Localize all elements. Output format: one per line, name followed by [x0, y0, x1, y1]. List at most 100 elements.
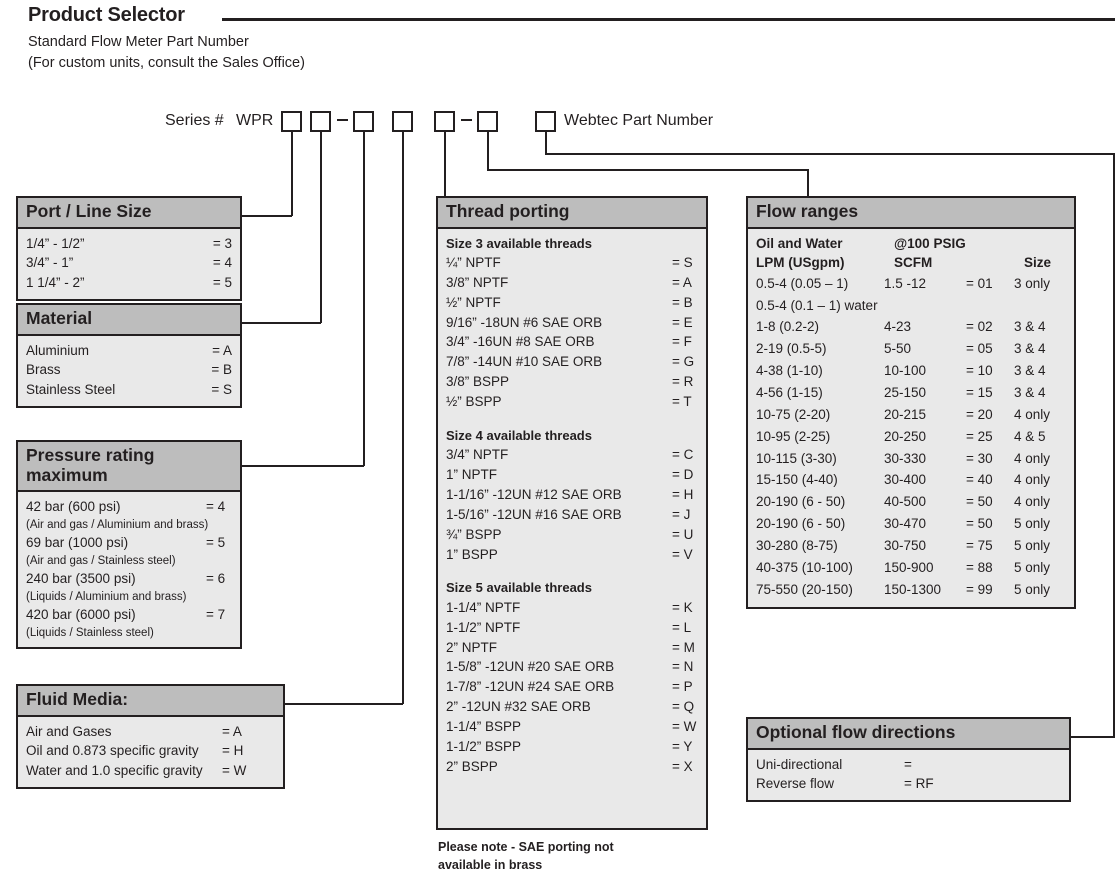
optional-flow-rows: Uni-directional = Reverse flow = RF: [748, 750, 1069, 801]
connector-box2-h: [241, 322, 321, 324]
pn-box-7[interactable]: [535, 111, 556, 132]
col-psig: @100 PSIG: [894, 235, 966, 251]
table-row: 1-1/4” NPTF= K: [446, 598, 698, 618]
flow-ranges-table: Oil and Water @100 PSIG LPM (USgpm) SCFM…: [748, 229, 1074, 607]
cell-size: 3 only: [1014, 275, 1051, 291]
row-label: Uni-directional: [756, 756, 843, 772]
cell-lpm: 4-56 (1-15): [756, 385, 823, 401]
cell-code: = 01: [966, 275, 993, 291]
group-title: Size 5 available threads: [446, 580, 592, 596]
cell-code: = 99: [966, 581, 993, 597]
pn-box-4[interactable]: [392, 111, 413, 132]
row-label: 1-1/2” BSPP: [446, 738, 522, 754]
pn-separator-2: [461, 119, 472, 122]
cell-lpm: 2-19 (0.5-5): [756, 341, 827, 357]
pn-box-5[interactable]: [434, 111, 455, 132]
cell-code: = 50: [966, 494, 993, 510]
table-row: ¼” NPTF= S: [446, 253, 698, 273]
table-row: Uni-directional =: [756, 755, 1061, 775]
table-row: 2” -12UN #32 SAE ORB= Q: [446, 697, 698, 717]
table-row: 7/8” -14UN #10 SAE ORB= G: [446, 352, 698, 372]
cell-scfm: 150-1300: [884, 581, 942, 597]
cell-scfm: 30-750: [884, 538, 927, 554]
group-spacer: [446, 564, 698, 578]
row-code: = C: [672, 447, 694, 463]
material-heading: Material: [18, 305, 240, 336]
pressure-rating-rows: 42 bar (600 psi) = 4 (Air and gas / Alum…: [18, 492, 240, 647]
thread-porting-groups: Size 3 available threads ¼” NPTF= S 3/8”…: [438, 229, 706, 783]
footnote-line-2: available in brass: [438, 858, 543, 873]
row-code: = H: [222, 743, 244, 759]
cell-code: = 10: [966, 363, 993, 379]
material-rows: Aluminium = A Brass = B Stainless Steel …: [18, 336, 240, 407]
row-code: = V: [672, 546, 693, 562]
pn-box-2[interactable]: [310, 111, 331, 132]
series-label: Series #: [165, 112, 224, 129]
series-prefix: WPR: [236, 112, 274, 129]
connector-box6-v2: [807, 169, 809, 197]
row-label: Stainless Steel: [26, 382, 116, 398]
port-line-size-box: Port / Line Size 1/4” - 1/2” = 3 3/4” - …: [16, 196, 242, 302]
flow-ranges-heading: Flow ranges: [748, 198, 1074, 229]
row-code: = M: [672, 639, 695, 655]
cell-code: = 02: [966, 319, 993, 335]
pn-box-6[interactable]: [477, 111, 498, 132]
cell-scfm: 30-400: [884, 472, 927, 488]
row-label: ½” BSPP: [446, 394, 502, 409]
row-label: 1-5/8” -12UN #20 SAE ORB: [446, 659, 615, 675]
fluid-media-rows: Air and Gases = A Oil and 0.873 specific…: [18, 717, 283, 788]
table-row: Air and Gases = A: [26, 722, 275, 742]
row-code: = W: [672, 718, 697, 734]
connector-box2-v: [320, 132, 322, 323]
row-code: = F: [672, 334, 692, 350]
row-code: = T: [672, 394, 692, 409]
row-label: Air and Gases: [26, 723, 112, 739]
row-code: = E: [672, 314, 693, 330]
connector-box7-h1: [545, 153, 1114, 155]
cell-code: = 05: [966, 341, 993, 357]
cell-lpm: 0.5-4 (0.1 – 1) water: [756, 297, 878, 313]
cell-size: 4 & 5: [1014, 428, 1046, 444]
row-code: = G: [672, 354, 695, 370]
col-code-head-1: [976, 234, 1024, 254]
table-row: Aluminium = A: [26, 341, 232, 361]
pn-box-1[interactable]: [281, 111, 302, 132]
row-label: 1-1/4” BSPP: [446, 718, 522, 734]
flow-ranges-box: Flow ranges Oil and Water @100 PSIG LPM …: [746, 196, 1076, 609]
table-row: ½” NPTF= B: [446, 293, 698, 313]
cell-code: = 40: [966, 472, 993, 488]
pn-box-3[interactable]: [353, 111, 374, 132]
table-row: 1-1/2” NPTF= L: [446, 618, 698, 638]
row-code: = 6: [206, 571, 226, 587]
col-size: Size: [1024, 255, 1052, 271]
connector-box4-v: [402, 132, 404, 704]
cell-size: 4 only: [1014, 472, 1051, 488]
row-code: = B: [211, 362, 232, 378]
fluid-media-box: Fluid Media: Air and Gases = A Oil and 0…: [16, 684, 285, 790]
row-label: 42 bar (600 psi): [26, 499, 121, 515]
cell-lpm: 10-95 (2-25): [756, 428, 831, 444]
thread-porting-footnote: Please note - SAE porting not available …: [438, 838, 614, 874]
table-row: 420 bar (6000 psi) = 7: [26, 605, 232, 625]
connector-box6-v1: [487, 132, 489, 170]
table-row: 1-1/2” BSPP= Y: [446, 737, 698, 757]
optional-flow-heading: Optional flow directions: [748, 719, 1069, 750]
cell-lpm: 20-190 (6 - 50): [756, 494, 846, 510]
table-row: Oil and 0.873 specific gravity = H: [26, 741, 275, 761]
row-label: 2” BSPP: [446, 758, 498, 774]
row-code: = P: [672, 679, 693, 695]
row-code: = RF: [904, 776, 934, 792]
subtitle-line-2: (For custom units, consult the Sales Off…: [28, 55, 305, 71]
cell-size: 3 & 4: [1014, 341, 1046, 357]
cell-scfm: 30-470: [884, 516, 927, 532]
row-code: = A: [672, 274, 692, 290]
row-label: 1” NPTF: [446, 467, 498, 483]
row-label: Brass: [26, 362, 61, 378]
row-code: = L: [672, 619, 692, 635]
pressure-rating-box: Pressure rating maximum 42 bar (600 psi)…: [16, 440, 242, 649]
